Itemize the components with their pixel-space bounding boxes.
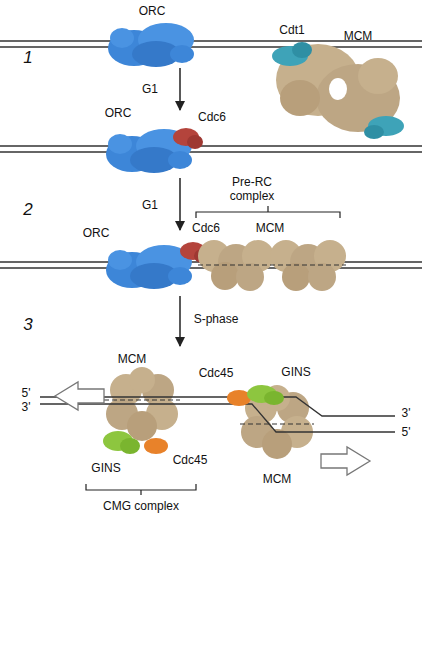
protein-name: GINS	[281, 366, 310, 380]
step-number: 2	[23, 200, 32, 220]
protein-name: Cdc6	[198, 111, 226, 125]
complex-name: CMG complex	[103, 500, 179, 514]
protein-name: MCM	[263, 473, 292, 487]
protein-name: MCM	[344, 30, 373, 44]
protein-name: MCM	[118, 353, 147, 367]
protein-name: ORC	[83, 227, 110, 241]
protein-name: ORC	[139, 5, 166, 19]
phase-label: G1	[142, 83, 158, 97]
strand-end: 5'	[22, 387, 31, 401]
strand-end: 3'	[22, 401, 31, 415]
protein-name: ORC	[105, 107, 132, 121]
protein-name: Cdt1	[279, 24, 304, 38]
strand-end: 5'	[402, 426, 411, 440]
phase-label: G1	[142, 199, 158, 213]
step-number: 3	[23, 315, 32, 335]
complex-name: Pre-RC complex	[226, 176, 278, 204]
step-number: 1	[23, 48, 32, 68]
protein-name: Cdc6	[192, 222, 220, 236]
protein-name: MCM	[256, 222, 285, 236]
protein-name: Cdc45	[199, 367, 234, 381]
strand-end: 3'	[402, 407, 411, 421]
phase-label: S-phase	[194, 313, 239, 327]
protein-name: Cdc45	[173, 454, 208, 468]
protein-name: GINS	[91, 462, 120, 476]
